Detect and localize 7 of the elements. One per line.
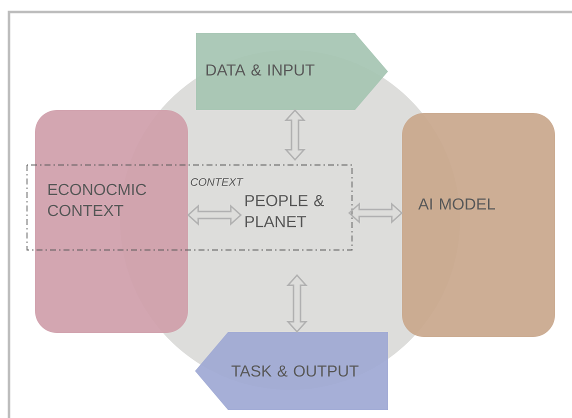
rounded-box: ECONOCMIC CONTEXT [35,110,188,333]
double-arrow [348,202,403,224]
rounded-box: AI MODEL [402,113,555,337]
double-arrow [286,274,308,333]
text-label: PEOPLE & PLANET [246,194,324,228]
double-arrow [284,109,306,161]
double-arrow [187,204,242,226]
